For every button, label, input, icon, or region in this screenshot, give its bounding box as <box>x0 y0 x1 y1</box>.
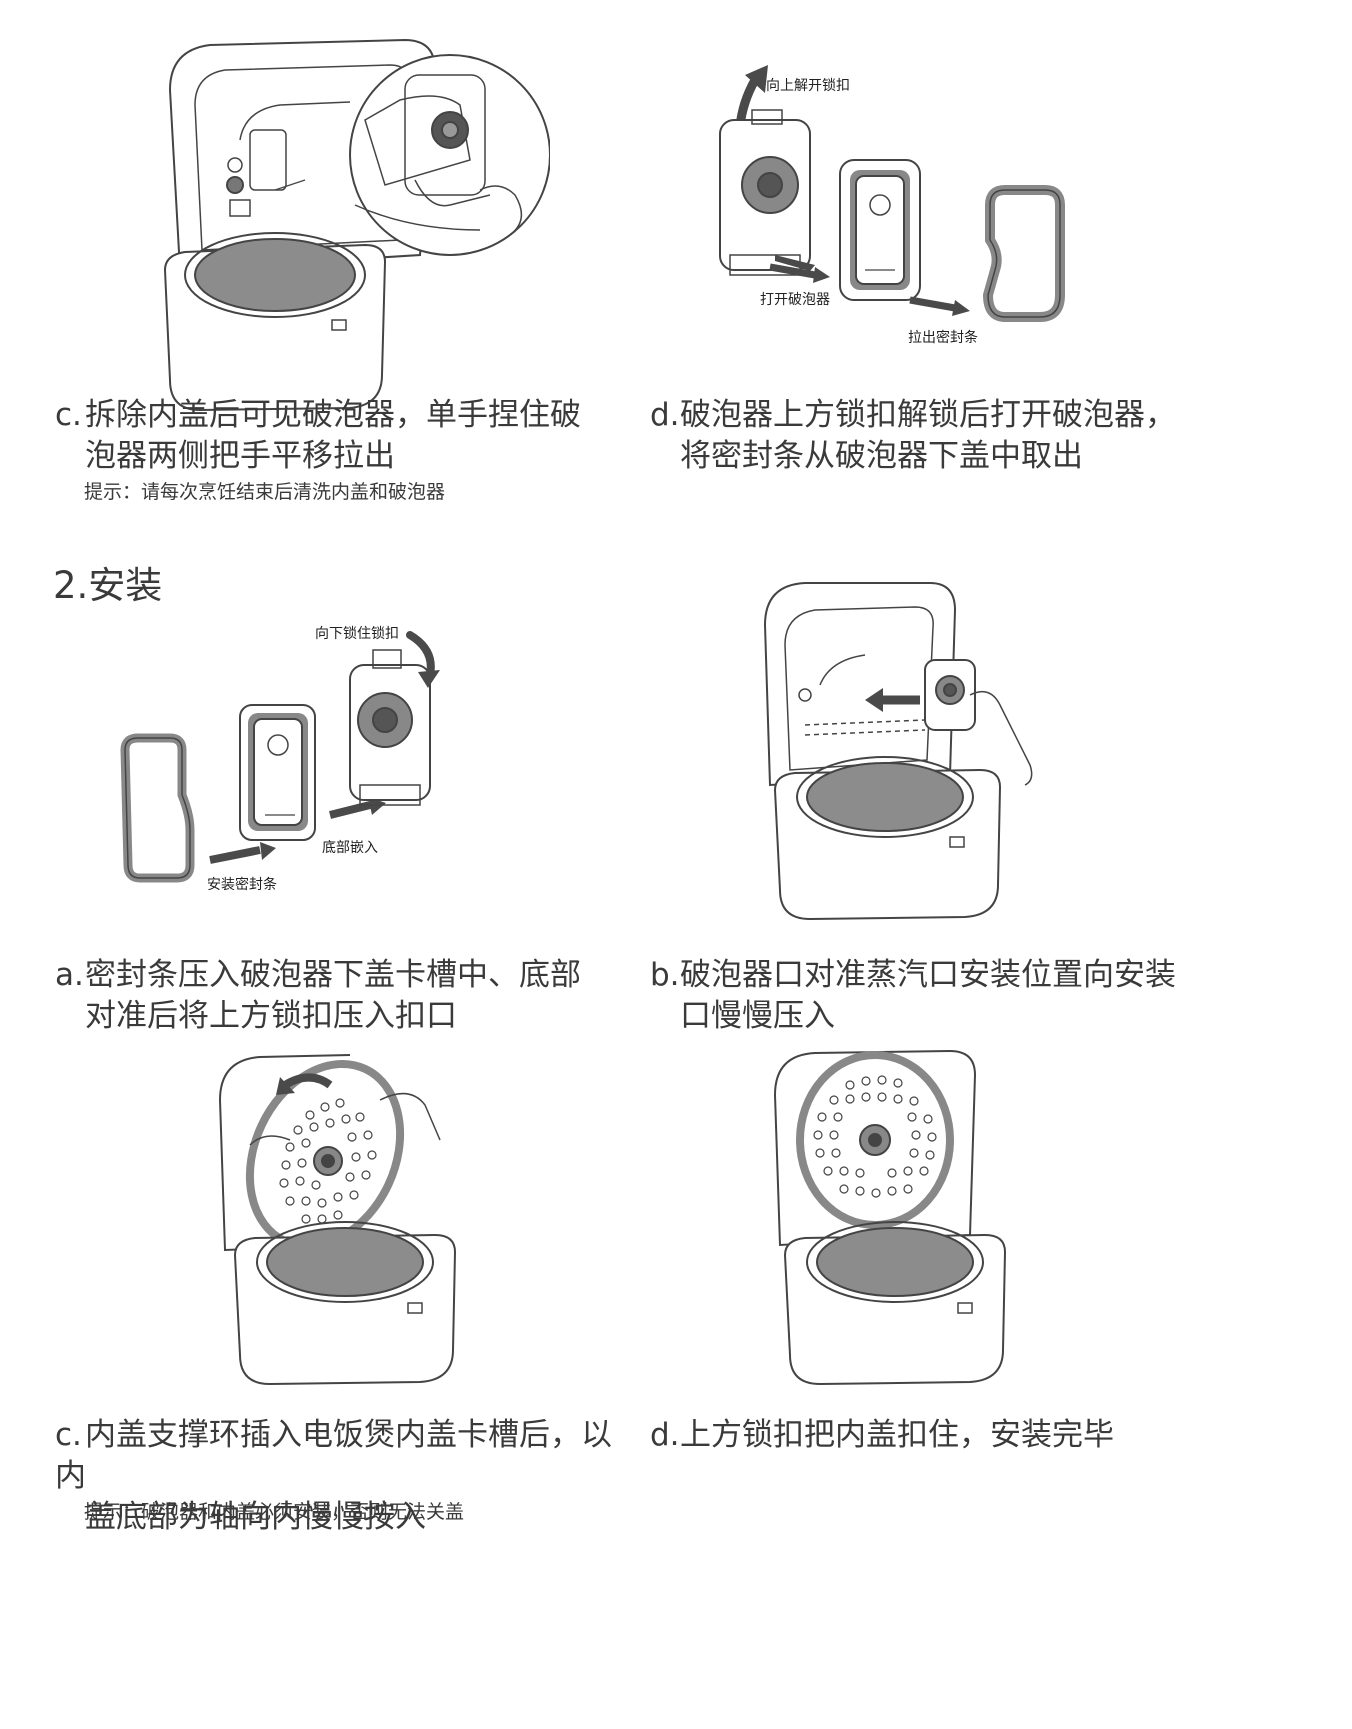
figure-insert-inner-lid <box>210 1045 490 1395</box>
callout-embed: 底部嵌入 <box>322 840 378 856</box>
callout-open-breaker: 打开破泡器 <box>760 292 830 308</box>
step-letter: c. <box>55 1417 82 1453</box>
step-text-line2: 盖底部为轴向内慢慢按入 <box>85 1499 426 1535</box>
section-heading-install: 2.安装 <box>53 564 163 607</box>
step-text-line1: 内盖支撑环插入电饭煲内盖卡槽后，以内 <box>55 1417 612 1494</box>
callout-install-seal: 安装密封条 <box>207 877 277 893</box>
step-text-line1: 破泡器口对准蒸汽口安装位置向安装 <box>680 957 1176 993</box>
step-d-remove: d.破泡器上方锁扣解锁后打开破泡器， 将密封条从破泡器下盖中取出 <box>650 395 1210 477</box>
step-letter: b. <box>650 957 680 993</box>
step-text-line2: 口慢慢压入 <box>680 998 835 1034</box>
callout-unlock: 向上解开锁扣 <box>766 78 850 94</box>
callout-pull-seal: 拉出密封条 <box>908 330 978 346</box>
step-d-install: d.上方锁扣把内盖扣住，安装完毕 <box>650 1415 1210 1456</box>
step-text-line2: 对准后将上方锁扣压入扣口 <box>85 998 457 1034</box>
step-letter: a. <box>55 957 84 993</box>
figure-insert-breaker <box>755 575 1055 925</box>
tip-clean: 提示：请每次烹饪结束后清洗内盖和破泡器 <box>84 481 446 503</box>
step-letter: c. <box>55 397 82 433</box>
step-text-line1: 拆除内盖后可见破泡器，单手捏住破 <box>85 397 581 433</box>
callout-lock: 向下锁住锁扣 <box>315 626 399 642</box>
step-a-install: a.密封条压入破泡器下盖卡槽中、底部 对准后将上方锁扣压入扣口 <box>55 955 595 1037</box>
figure-remove-breaker <box>150 30 550 420</box>
step-b-install: b.破泡器口对准蒸汽口安装位置向安装 口慢慢压入 <box>650 955 1210 1037</box>
step-text-line2: 将密封条从破泡器下盖中取出 <box>680 438 1083 474</box>
figure-open-breaker <box>690 55 1110 355</box>
step-c-install: c.内盖支撑环插入电饭煲内盖卡槽后，以内 盖底部为轴向内慢慢按入 <box>55 1415 615 1538</box>
step-c-remove: c.拆除内盖后可见破泡器，单手捏住破 泡器两侧把手平移拉出 <box>55 395 595 477</box>
step-text-line1: 密封条压入破泡器下盖卡槽中、底部 <box>85 957 581 993</box>
step-letter: d. <box>650 1417 680 1453</box>
figure-assemble-breaker <box>110 620 470 910</box>
step-letter: d. <box>650 397 680 433</box>
step-text-line1: 上方锁扣把内盖扣住，安装完毕 <box>680 1417 1114 1453</box>
figure-install-complete <box>770 1045 1030 1395</box>
step-text-line2: 泡器两侧把手平移拉出 <box>85 438 395 474</box>
step-text-line1: 破泡器上方锁扣解锁后打开破泡器， <box>680 397 1176 433</box>
tip-must-install: 提示：破泡器和内盖必须安装，否则无法关盖 <box>84 1501 465 1523</box>
